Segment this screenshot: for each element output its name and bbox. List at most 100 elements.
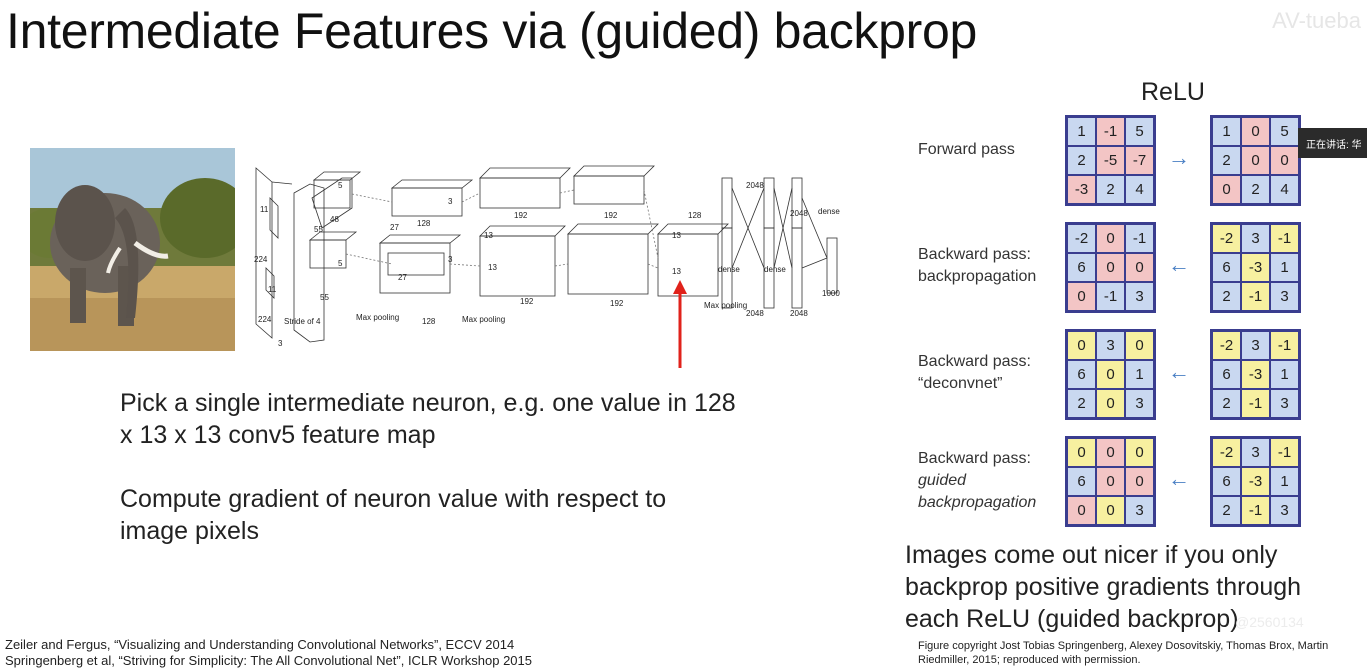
conv1-volume [293,177,353,343]
grid-cell: 2 [1096,175,1125,204]
arch-label: 11 [260,205,269,214]
grid-cell: 6 [1067,253,1096,282]
grid-cell: 6 [1212,467,1241,496]
relu-row-label-line: Backward pass: [918,246,1031,263]
arch-label: 192 [514,211,528,220]
grid-cell: 6 [1067,467,1096,496]
arch-label: dense [718,265,740,274]
arch-label: 5 [338,259,343,268]
elephant-photo [30,148,235,351]
relu-row-label-line: backpropagation [918,268,1037,285]
slide-title: Intermediate Features via (guided) backp… [6,3,977,59]
arch-label: 13 [672,267,681,276]
grid-cell: -1 [1270,438,1299,467]
arch-label: 2048 [746,181,764,190]
grid-cell: 2 [1212,282,1241,311]
arch-label: 27 [398,273,407,282]
arch-label: 128 [422,317,436,326]
arch-label: 128 [688,211,702,220]
arch-label: dense [818,207,840,216]
relu-row-label-line: Backward pass: [918,450,1031,467]
arch-label: 1000 [822,289,840,298]
grid-cell: 2 [1067,389,1096,418]
grid-cell: 1 [1212,117,1241,146]
network-architecture-diagram: 224 224 3 11 11 Stride of 4 55 55 48 5 5… [252,158,852,363]
grid-cell: 0 [1125,438,1154,467]
arrow-left-icon: ← [1168,359,1190,384]
grid-cell: -1 [1270,331,1299,360]
grid-cell: -1 [1270,224,1299,253]
grid-cell: 0 [1241,146,1270,175]
grid-cell: -5 [1096,146,1125,175]
input-volume [255,167,293,339]
arch-label: Max pooling [356,313,399,322]
grid-cell: 2 [1241,175,1270,204]
conv3-volume [378,179,474,294]
grid-cell: -3 [1241,253,1270,282]
arch-label: 55 [314,225,323,234]
arch-label: 3 [278,339,283,348]
grid-cell: 3 [1270,282,1299,311]
grid-cell: 3 [1125,282,1154,311]
relu-row-label: Forward pass [918,139,1015,161]
grid-cell: -7 [1125,146,1154,175]
watermark-top: AV-tueba [1272,8,1361,33]
grid-cell: 5 [1270,117,1299,146]
grid-cell: 3 [1270,389,1299,418]
bullet-item: Pick a single intermediate neuron, e.g. … [120,389,736,449]
grid-cell: -2 [1212,224,1241,253]
arrow-right-icon: → [1168,145,1190,170]
grid-cell: 0 [1096,224,1125,253]
grid-cell: 3 [1125,389,1154,418]
grid-cell: 1 [1270,467,1299,496]
grid-cell: 5 [1125,117,1154,146]
references: Zeiler and Fergus, “Visualizing and Unde… [5,637,532,669]
grid-cell: 3 [1096,331,1125,360]
relu-row-label-italic: backpropagation [918,494,1037,511]
arch-label: 2048 [790,209,808,218]
conv4-volume [479,167,571,297]
grid-cell: 0 [1270,146,1299,175]
grid-cell: 0 [1096,389,1125,418]
relu-row-label-line: Backward pass: [918,353,1031,370]
conv5-volume [567,165,659,295]
relu-row-label: Backward pass:“deconvnet” [918,351,1031,395]
grid-cell: 6 [1212,253,1241,282]
grid-cell: -2 [1067,224,1096,253]
reference-item: Springenberg et al, “Striving for Simpli… [5,653,532,668]
arch-label: 2048 [790,309,808,318]
grid-cell: 6 [1212,360,1241,389]
grid-cell: -3 [1241,360,1270,389]
grid-cell: 0 [1212,175,1241,204]
grid-cell: 3 [1241,224,1270,253]
arch-label: 5 [338,181,343,190]
grid-cell: 2 [1212,146,1241,175]
grid-cell: 3 [1241,331,1270,360]
grid-cell: 1 [1270,360,1299,389]
arch-label: 27 [390,223,399,232]
grid-cell: 0 [1096,253,1125,282]
grid-cell: 4 [1270,175,1299,204]
grid-cell: 0 [1096,438,1125,467]
reference-item: Zeiler and Fergus, “Visualizing and Unde… [5,637,515,652]
arrow-left-icon: ← [1168,252,1190,277]
grid-cell: -2 [1212,331,1241,360]
grid-cell: 3 [1270,496,1299,525]
watermark-bottom: @2560134 [1235,614,1304,630]
arch-label: 55 [320,293,329,302]
grid-cell: 0 [1125,253,1154,282]
arch-label: 224 [258,315,272,324]
arch-label: 192 [610,299,624,308]
grid-cell: -1 [1241,282,1270,311]
grid-cell: 0 [1067,282,1096,311]
grid-cell: 1 [1067,117,1096,146]
grid-cell: 0 [1125,331,1154,360]
grid-cell: 3 [1241,438,1270,467]
